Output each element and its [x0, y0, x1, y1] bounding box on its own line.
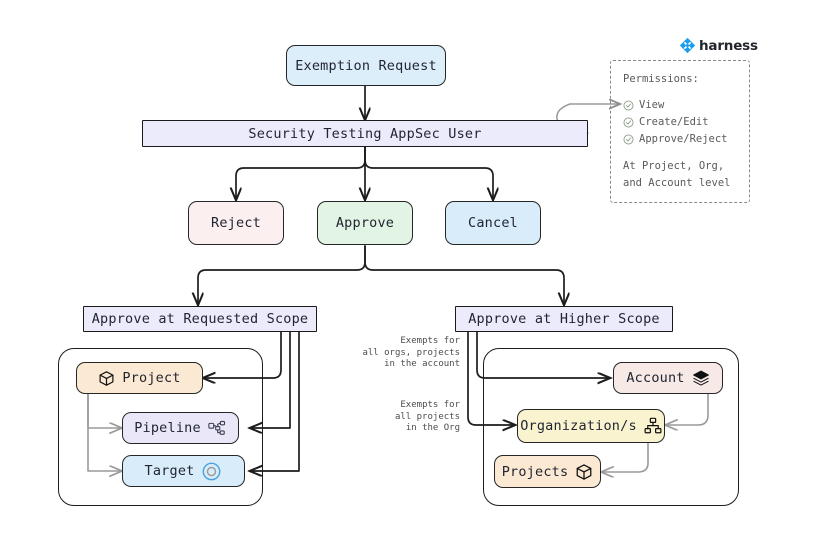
cluster-requested-scope [58, 348, 263, 506]
permission-label: Create/Edit [639, 116, 709, 128]
edge-approve-to-higher-scope [364, 245, 564, 305]
check-circle-icon [623, 100, 634, 111]
node-cancel[interactable]: Cancel [445, 201, 541, 245]
node-approve-at-higher-scope[interactable]: Approve at Higher Scope [455, 306, 673, 332]
edge-label-org-exempt: Exempts for all projects in the Org [394, 400, 460, 433]
pipeline-nodes-icon [208, 420, 227, 437]
brand-logo: harness [679, 37, 758, 54]
node-label: Approve [335, 215, 395, 231]
node-label: Approve at Requested Scope [91, 311, 309, 327]
permission-item-create-edit: Create/Edit [623, 114, 737, 131]
node-label: Approve at Higher Scope [468, 311, 660, 327]
node-label: Security Testing AppSec User [248, 125, 482, 142]
node-label: Reject [211, 215, 261, 231]
permission-item-view: View [623, 97, 737, 114]
node-label: Cancel [468, 215, 518, 231]
node-account[interactable]: Account [613, 362, 723, 394]
permissions-title: Permissions: [623, 73, 699, 85]
cube-icon [575, 463, 593, 481]
node-approve[interactable]: Approve [317, 201, 413, 245]
edge-approve-to-requested-scope [198, 245, 366, 305]
permissions-panel: Permissions: View Create/Edit [610, 60, 750, 203]
node-exemption-request[interactable]: Exemption Request [286, 45, 446, 86]
node-security-testing-appsec-user[interactable]: Security Testing AppSec User [142, 120, 588, 147]
permissions-footer-line-2: and Account level [623, 177, 731, 189]
node-label: Pipeline [134, 420, 201, 436]
edge-user-to-reject [236, 146, 366, 200]
check-circle-icon [623, 134, 634, 145]
permission-item-approve-reject: Approve/Reject [623, 131, 737, 148]
node-project[interactable]: Project [76, 362, 203, 394]
node-label: Exemption Request [295, 57, 437, 74]
node-target[interactable]: Target [122, 455, 245, 487]
cube-icon [98, 370, 115, 387]
node-label: Project [122, 370, 181, 386]
harness-diamond-icon [679, 37, 696, 54]
node-label: Target [144, 463, 195, 479]
brand-name: harness [699, 37, 758, 54]
permission-label: View [639, 99, 665, 111]
node-label: Projects [501, 463, 569, 480]
cluster-higher-scope [483, 348, 739, 506]
org-chart-icon [644, 417, 662, 435]
check-circle-icon [623, 117, 634, 128]
target-circles-icon [201, 461, 222, 482]
node-projects[interactable]: Projects [494, 455, 601, 488]
node-label: Organization/s [520, 418, 637, 434]
permission-label: Approve/Reject [639, 133, 728, 145]
permissions-footer-line-1: At Project, Org, [623, 160, 725, 172]
layers-icon [692, 369, 710, 387]
edge-user-to-cancel [364, 146, 493, 200]
edge-label-account-exempt: Exempts for all orgs, projects in the ac… [362, 336, 460, 369]
node-organizations[interactable]: Organization/s [517, 409, 665, 443]
node-approve-at-requested-scope[interactable]: Approve at Requested Scope [83, 306, 317, 332]
node-label: Account [626, 370, 685, 386]
node-reject[interactable]: Reject [188, 201, 284, 245]
node-pipeline[interactable]: Pipeline [122, 412, 239, 444]
